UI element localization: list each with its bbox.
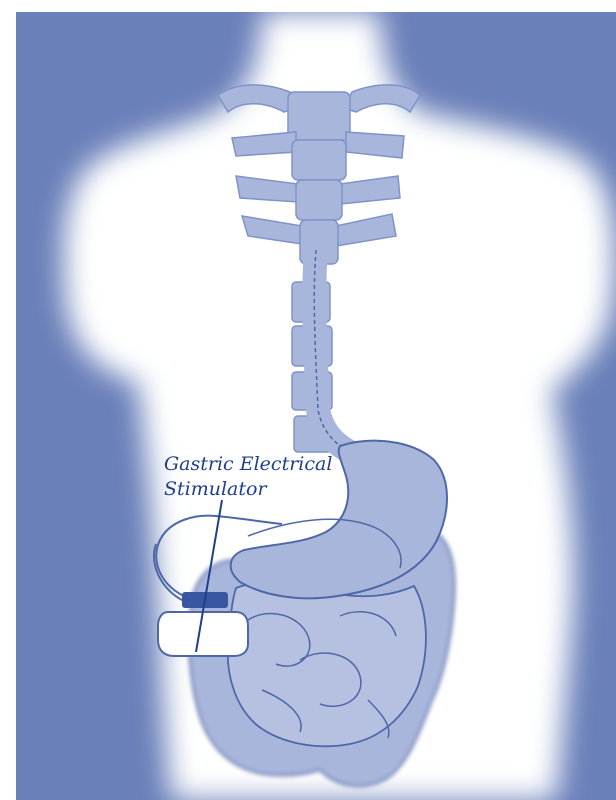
anatomy-illustration (16, 12, 616, 800)
vertebra-body-3 (296, 180, 342, 220)
vertebra-body-2 (292, 140, 346, 180)
device-body (158, 612, 248, 656)
callout-label: Gastric Electrical Stimulator (164, 452, 332, 502)
vertebra-body-1 (288, 92, 350, 140)
callout-line-1: Gastric Electrical (164, 452, 332, 477)
callout-line-2: Stimulator (164, 477, 332, 502)
